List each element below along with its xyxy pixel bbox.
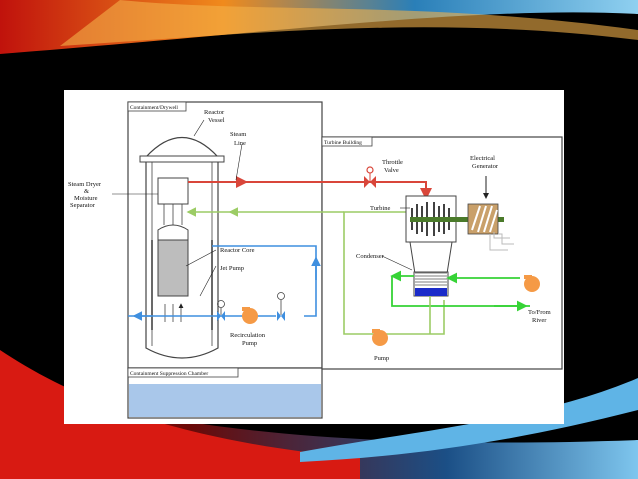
svg-text:Moisture: Moisture — [74, 195, 98, 202]
electrical-generator — [467, 203, 514, 251]
condensate-pump — [372, 329, 388, 346]
svg-text:Pump: Pump — [242, 340, 257, 347]
feedwater-line — [343, 211, 445, 335]
svg-text:Separator: Separator — [70, 202, 96, 209]
svg-text:Generator: Generator — [472, 163, 499, 170]
river-pump — [524, 275, 540, 292]
separator-tubes — [163, 204, 183, 225]
condenser-hotwell — [415, 288, 447, 296]
steam-line — [188, 181, 432, 200]
suppression-label: Containment Suppression Chamber — [130, 371, 208, 377]
recirculation-pump — [242, 307, 258, 324]
suppression-pool-water — [129, 384, 321, 417]
generator-label: Electrical — [470, 155, 495, 162]
steam-dryer-box — [157, 177, 189, 205]
recirc-valves — [217, 292, 285, 321]
pump-label: Pump — [374, 355, 389, 362]
throttle-valve-label: Throttle — [382, 159, 403, 166]
containment-label: Containment/Drywell — [130, 105, 178, 111]
condenser-label: Condenser — [356, 253, 385, 260]
steam-dryer-label: Steam Dryer — [68, 181, 102, 188]
reactor-vessel-label: Reactor — [204, 109, 225, 116]
turbine-shaft — [410, 217, 504, 222]
diagram-canvas: Containment/Drywell Containment Suppress… — [68, 101, 563, 419]
turbine-label: Turbine — [370, 205, 390, 212]
svg-text:Line: Line — [234, 140, 246, 147]
steam-line-label: Steam — [230, 131, 246, 138]
svg-text:Vessel: Vessel — [208, 117, 225, 124]
svg-text:River: River — [532, 317, 547, 324]
jet-pump-label: Jet Pump — [220, 265, 244, 272]
reactor-core-label: Reactor Core — [220, 247, 255, 254]
reactor-core — [157, 239, 189, 297]
recirc-pump-label: Recirculation — [230, 332, 266, 339]
bwr-diagram: Containment/Drywell Containment Suppress… — [64, 90, 564, 424]
throttle-valve — [364, 166, 376, 188]
svg-text:Valve: Valve — [384, 167, 399, 174]
turbine-building-label: Turbine Building — [324, 140, 362, 146]
recirculation-loop — [212, 245, 317, 317]
river-label: To/From — [528, 309, 551, 316]
svg-text:&: & — [84, 188, 89, 195]
cooling-water-out — [391, 276, 530, 307]
